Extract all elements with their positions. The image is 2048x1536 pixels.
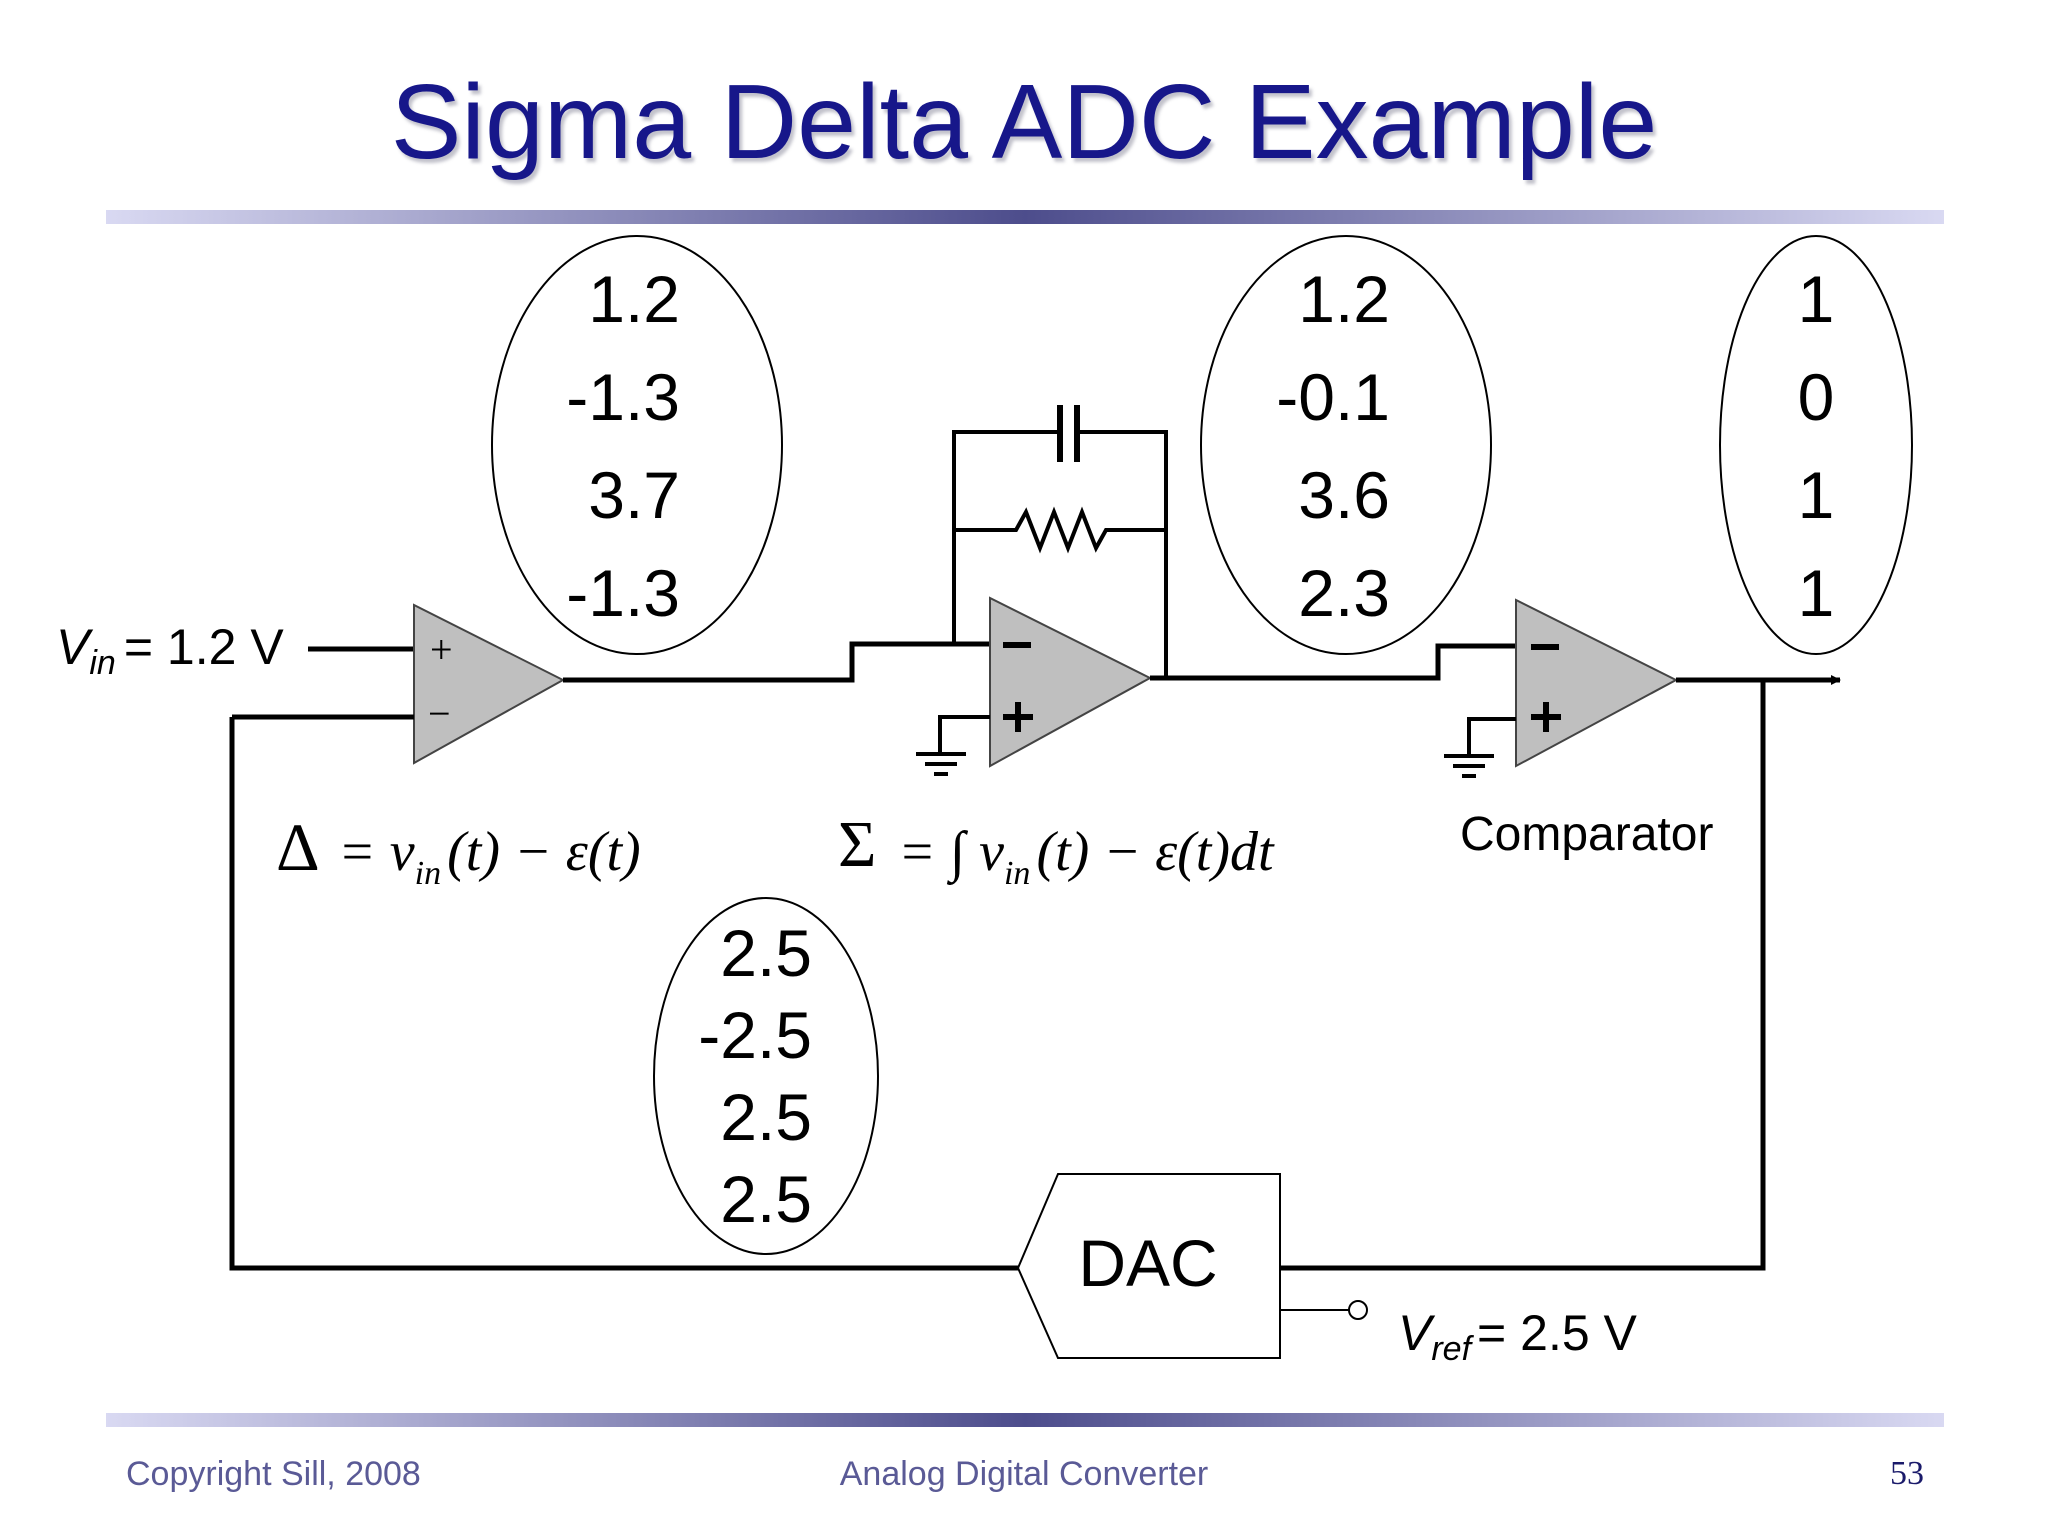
- difference-values: 1.2 -1.3 3.7 -1.3: [566, 262, 680, 630]
- dac-block: DAC: [1016, 1173, 1281, 1359]
- integrator-opamp: [989, 596, 1153, 768]
- vin-label: Vin= 1.2 V: [56, 619, 284, 682]
- delta-equation: Δ = vin(t) − ε(t): [276, 809, 641, 892]
- dac-values: 2.5 -2.5 2.5 2.5: [698, 916, 812, 1236]
- feedback-resistor: [954, 506, 1166, 554]
- dac-values-ellipse: [653, 897, 879, 1255]
- page-number: 53: [1890, 1455, 1924, 1492]
- integrator-ground-icon: [916, 715, 990, 776]
- integrator-value: 3.6: [1298, 458, 1390, 532]
- svg-text:= vin(t) − ε(t): = vin(t) − ε(t): [338, 821, 641, 892]
- output-bits: 1 0 1 1: [1798, 262, 1835, 630]
- output-bit: 0: [1798, 360, 1835, 434]
- comparator: [1515, 598, 1679, 768]
- dac-value: 2.5: [720, 1080, 812, 1154]
- output-bit: 1: [1798, 262, 1835, 336]
- dac-value: 2.5: [720, 916, 812, 990]
- output-to-dac-wire: [1280, 680, 1766, 1271]
- sigma-equation: Σ = ∫ vin(t) − ε(t)dt: [838, 808, 1275, 892]
- footer-copyright: Copyright Sill, 2008: [126, 1455, 421, 1493]
- dac-label: DAC: [1078, 1226, 1217, 1300]
- svg-text:= ∫ vin(t) − ε(t)dt: = ∫ vin(t) − ε(t)dt: [898, 821, 1275, 892]
- slide-title: Sigma Delta ADC Example: [390, 63, 1658, 181]
- diff-minus-sign: −: [428, 691, 451, 736]
- difference-value: -1.3: [566, 360, 680, 434]
- cap-wire-left: [952, 430, 1060, 644]
- comparator-label: Comparator: [1460, 808, 1713, 861]
- footer-divider: [106, 1413, 1944, 1427]
- integrator-value: 1.2: [1298, 262, 1390, 336]
- diff-plus-sign: +: [430, 627, 453, 672]
- integrator-to-comparator-wire: [1150, 643, 1516, 681]
- vref-label: Vref= 2.5 V: [1398, 1305, 1638, 1368]
- dac-value: -2.5: [698, 998, 812, 1072]
- integrator-values: 1.2 -0.1 3.6 2.3: [1276, 262, 1390, 630]
- difference-amplifier: + −: [413, 603, 566, 765]
- dac-to-diff-feedback-wire: [229, 717, 1018, 1271]
- integrator-value: -0.1: [1276, 360, 1390, 434]
- title-divider: [106, 210, 1944, 224]
- dac-value: 2.5: [720, 1162, 812, 1236]
- integrator-values-ellipse: [1200, 235, 1492, 655]
- difference-value: 3.7: [588, 458, 680, 532]
- integrator-value: 2.3: [1298, 556, 1390, 630]
- output-bit: 1: [1798, 458, 1835, 532]
- difference-values-ellipse: [491, 235, 783, 655]
- cap-wire-right: [1077, 430, 1168, 678]
- output-bit: 1: [1798, 556, 1835, 630]
- comparator-ground-icon: [1444, 717, 1516, 778]
- diff-to-integrator-wire: [563, 641, 990, 683]
- difference-value: 1.2: [588, 262, 680, 336]
- delta-symbol: Δ: [276, 809, 320, 885]
- difference-value: -1.3: [566, 556, 680, 630]
- sigma-symbol: Σ: [838, 808, 876, 881]
- output-bits-ellipse: [1719, 235, 1913, 655]
- footer-subject: Analog Digital Converter: [839, 1455, 1209, 1493]
- vref-terminal: [1348, 1300, 1368, 1320]
